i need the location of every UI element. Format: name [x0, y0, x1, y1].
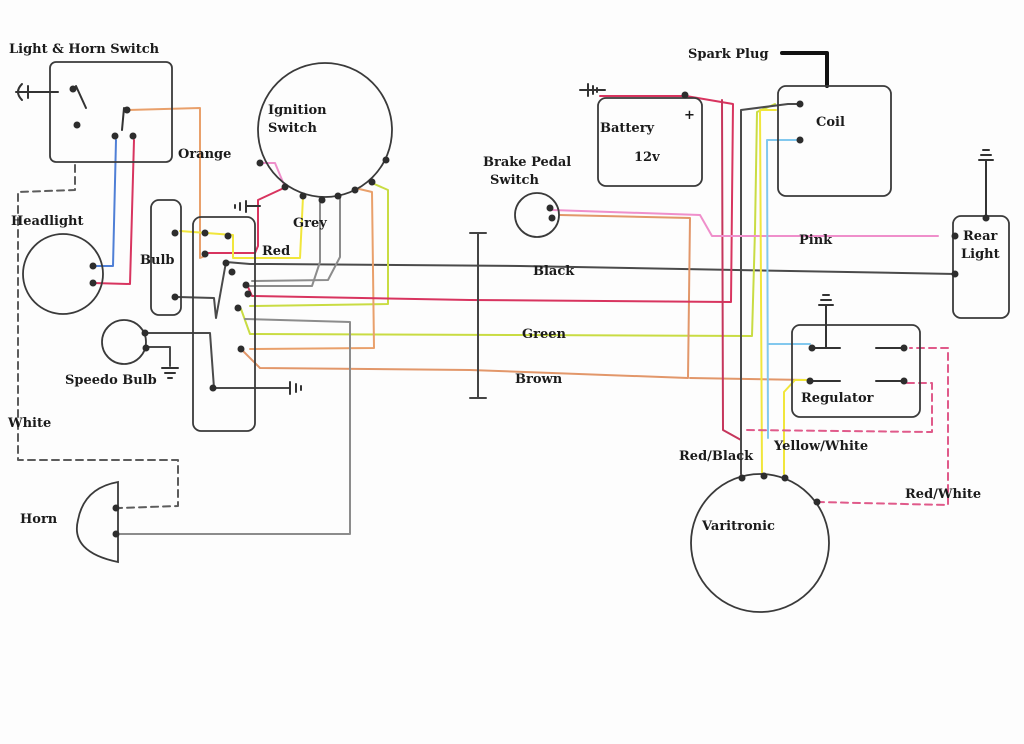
red-wire	[204, 186, 287, 254]
grey-wire-2	[251, 196, 341, 282]
battery-box	[597, 97, 703, 187]
coil-label: Coil	[816, 115, 845, 130]
spark-plug-label: Spark Plug	[688, 47, 769, 62]
horn-shape	[76, 480, 119, 564]
rear-light-box	[952, 215, 1010, 319]
headlight-circle	[22, 233, 104, 315]
battery-label: Battery	[600, 121, 655, 136]
regulator-ground-icon	[818, 294, 834, 349]
brake-pedal-switch-label-2: Switch	[490, 173, 539, 188]
brown-wire	[240, 214, 691, 379]
blue-wire	[94, 139, 117, 267]
red-white-wire	[816, 347, 949, 506]
rear-light-label-2: Light	[961, 247, 1000, 262]
junction-block	[192, 216, 256, 432]
yellow-white-wire-label: Yellow/White	[773, 439, 868, 454]
speedo-bulb-label: Speedo Bulb	[65, 373, 157, 388]
black-wire-label: Black	[533, 264, 575, 279]
bulb-label: Bulb	[140, 253, 174, 268]
terminal-dots	[69, 85, 990, 538]
switch-ground-icon	[15, 83, 59, 101]
varitronic-label: Varitronic	[701, 519, 775, 534]
green-wire-label: Green	[522, 327, 566, 342]
speedo-ground-wire	[147, 346, 171, 367]
grey-wire-label: Grey	[293, 216, 327, 231]
black-coil-wire	[740, 103, 800, 475]
rear-light-label: Rear	[963, 229, 997, 244]
pink-wire-ign	[261, 162, 286, 188]
orange-wire-label: Orange	[178, 147, 231, 162]
red-black-wire-label: Red/Black	[679, 449, 754, 464]
orange-wire	[127, 107, 206, 259]
brake-pedal-switch-label: Brake Pedal	[483, 155, 571, 170]
grey-wire	[245, 202, 321, 287]
grey-wire-horn	[119, 318, 351, 535]
yellow-white-reg	[783, 379, 809, 475]
bulb-box	[150, 199, 182, 316]
ignition-ground-icon	[234, 200, 261, 213]
red-wire-label: Red	[262, 244, 290, 259]
pink-wire-label: Pink	[799, 233, 833, 248]
red-white-wire-label: Red/White	[905, 487, 981, 502]
pink-wire	[551, 209, 939, 237]
horn-label: Horn	[20, 512, 58, 527]
light-horn-switch-box	[49, 61, 173, 163]
white-wire-label: White	[7, 416, 51, 431]
brown-wire-label: Brown	[515, 372, 563, 387]
battery-ground-icon	[579, 83, 606, 97]
brown-wire-reg	[689, 377, 809, 381]
black-bulb-wire	[177, 261, 227, 319]
speedo-bulb-circle	[101, 319, 147, 365]
battery-plus-label: +	[684, 108, 695, 123]
headlight-label: Headlight	[11, 214, 84, 229]
ignition-switch-circle	[257, 62, 393, 198]
switch-lever-2	[121, 107, 125, 131]
red-headlight-wire	[92, 139, 135, 285]
orange-wire-ign	[249, 187, 375, 350]
black-wire	[225, 261, 956, 275]
battery-voltage-label: 12v	[634, 150, 660, 165]
yellow-white-wire	[759, 109, 777, 475]
green-wire-ign	[249, 182, 389, 307]
yellow-wire	[179, 196, 304, 259]
main-ground-icon	[289, 381, 302, 395]
regulator-label: Regulator	[801, 391, 874, 406]
ignition-switch-label-2: Switch	[268, 121, 317, 136]
brake-pedal-switch-circle	[514, 192, 560, 238]
rear-ground-icon	[978, 149, 994, 217]
coil-box	[777, 85, 892, 197]
spark-plug-lead	[780, 51, 829, 88]
varitronic-circle	[690, 473, 830, 613]
speedo-ground-icon	[161, 367, 179, 379]
brake-bar	[469, 232, 487, 399]
white-wire	[17, 164, 179, 509]
green-wire	[240, 103, 776, 337]
switch-lever-1	[75, 85, 87, 109]
light-blue-wire	[766, 139, 800, 439]
light-horn-switch-label: Light & Horn Switch	[9, 42, 160, 57]
regulator-box	[791, 324, 921, 418]
ignition-switch-label: Ignition	[268, 103, 327, 118]
black-speedo-wire	[144, 332, 239, 389]
